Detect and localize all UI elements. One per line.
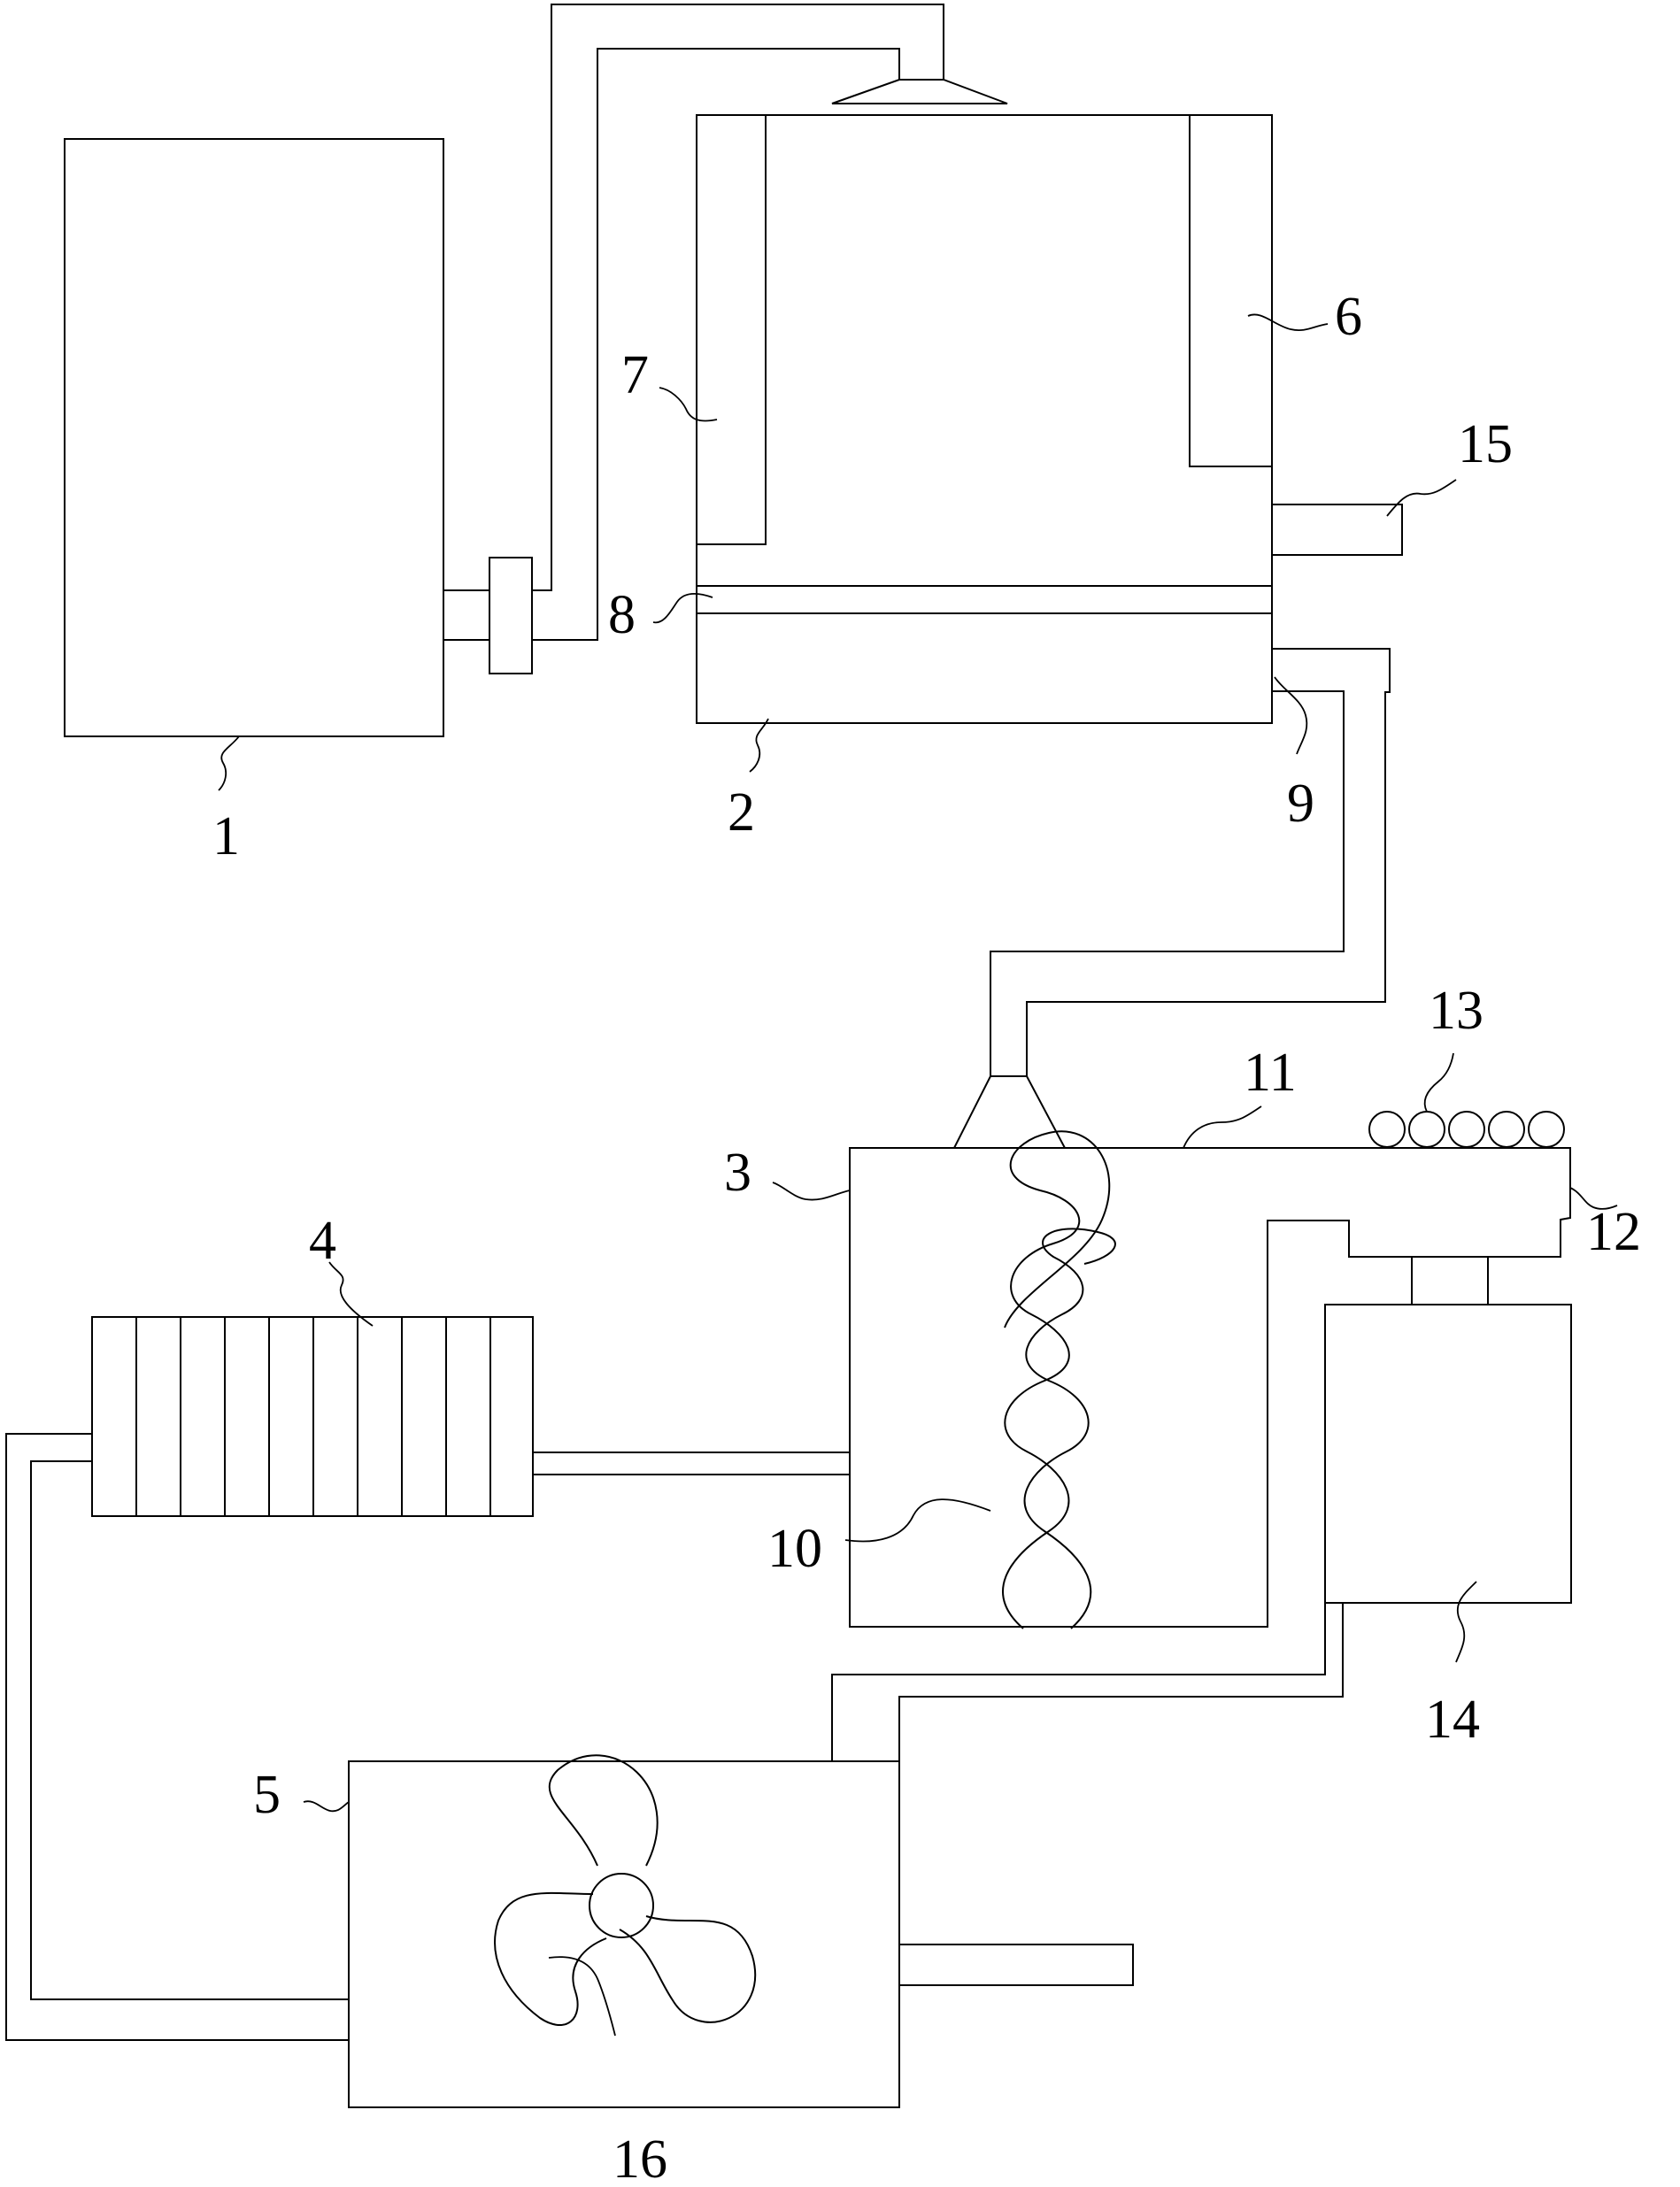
leader-6 — [1247, 313, 1329, 331]
fan-hub — [589, 1873, 654, 1938]
label-8: 8 — [608, 585, 636, 645]
pipe-3-to-4 — [532, 1452, 851, 1475]
label-5: 5 — [253, 1765, 281, 1825]
leader-9 — [1274, 676, 1308, 755]
leader-4 — [328, 1261, 374, 1327]
leader-7 — [659, 387, 718, 422]
fan-blade — [619, 1915, 757, 2023]
label-4: 4 — [309, 1211, 336, 1271]
component-5-fan-box — [348, 1760, 900, 2108]
roller — [1368, 1111, 1406, 1148]
label-1: 1 — [212, 806, 240, 866]
label-7: 7 — [621, 345, 649, 405]
component-6-right-baffle — [1189, 114, 1273, 467]
label-3: 3 — [724, 1143, 751, 1203]
leader-1 — [218, 735, 240, 791]
component-13-rollers — [1368, 1111, 1565, 1148]
label-11: 11 — [1244, 1043, 1297, 1103]
hood-funnel — [831, 79, 1008, 104]
pipe-riser-outer — [532, 4, 944, 591]
fan-box-outlet — [899, 1944, 1134, 1986]
component-8-plate — [697, 585, 1272, 614]
component-10-spiral-stirrer-b — [1023, 1228, 1116, 1629]
leader-2 — [749, 718, 769, 773]
pipe-1-to-hood — [443, 589, 489, 641]
leader-8 — [652, 592, 713, 624]
roller — [1408, 1111, 1445, 1148]
component-7-left-baffle — [696, 114, 767, 545]
pipe-4-to-5-outer — [5, 1433, 349, 2041]
leader-10 — [844, 1498, 991, 1543]
leader-13 — [1423, 1052, 1454, 1113]
pipe-riser-inner — [532, 48, 900, 641]
label-12: 12 — [1586, 1202, 1641, 1262]
fan-blade — [548, 1754, 659, 1867]
pipe-14-to-5-outer — [831, 1603, 1326, 1761]
fan-blade — [494, 1891, 607, 2027]
leader-3 — [772, 1182, 851, 1201]
leader-5 — [303, 1800, 350, 1813]
roller — [1448, 1111, 1485, 1148]
component-1-cabinet — [64, 138, 444, 737]
leader-15 — [1386, 479, 1457, 517]
component-16-fan — [494, 1754, 757, 2027]
leader-14 — [1455, 1581, 1477, 1663]
pipe-coupling — [489, 557, 533, 674]
radiator-fins — [135, 1317, 491, 1516]
leader-16 — [548, 1956, 616, 2037]
label-15: 15 — [1458, 414, 1513, 474]
label-13: 13 — [1429, 981, 1483, 1041]
component-9-outlet-pipe-inner — [990, 690, 1345, 1076]
pipe-4-to-5-inner — [30, 1460, 349, 2000]
component-2-tank — [696, 114, 1273, 724]
pipe-14-to-5-inner — [898, 1603, 1344, 1761]
component-15-outlet — [1272, 504, 1403, 556]
roller — [1528, 1111, 1565, 1148]
leader-12 — [1569, 1187, 1618, 1210]
label-16: 16 — [613, 2129, 667, 2187]
component-3-unit — [849, 1147, 1571, 1628]
leader-11 — [1183, 1105, 1262, 1149]
component-12-tray — [1411, 1257, 1489, 1305]
component-10-spiral-stirrer — [1002, 1130, 1111, 1629]
component-9-outlet-pipe-outer — [1026, 648, 1391, 1076]
label-6: 6 — [1335, 287, 1362, 347]
label-10: 10 — [767, 1519, 822, 1579]
component-14-box — [1324, 1304, 1572, 1604]
label-14: 14 — [1425, 1690, 1480, 1750]
label-9: 9 — [1287, 774, 1314, 834]
inlet-funnel — [952, 1075, 1067, 1149]
roller — [1488, 1111, 1525, 1148]
label-2: 2 — [728, 782, 755, 843]
